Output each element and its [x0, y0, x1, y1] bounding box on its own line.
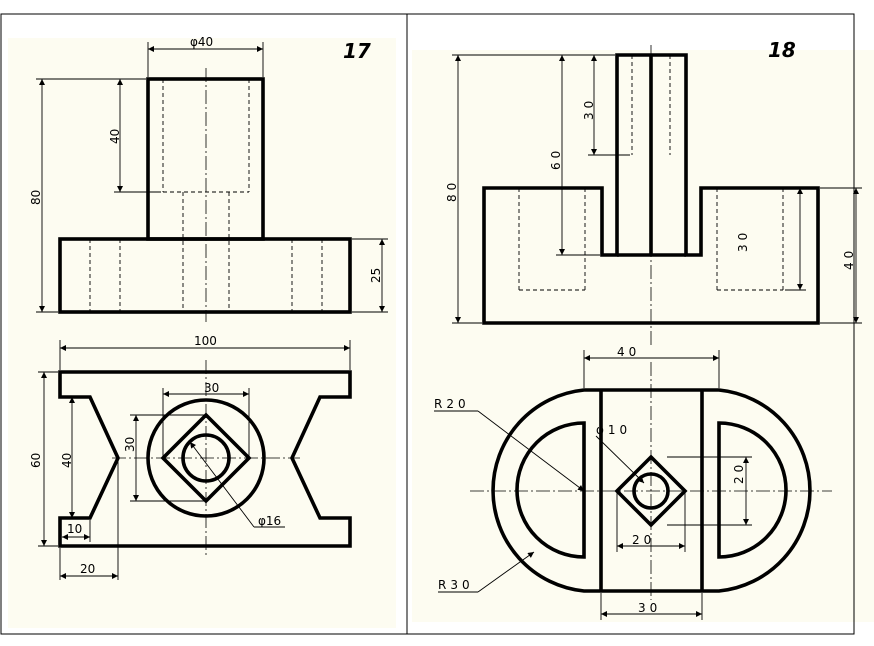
dim-h60: 60 — [549, 147, 563, 170]
dim-w30: 30 — [638, 601, 661, 615]
slot-outline — [491, 388, 812, 593]
dim-w40: 40 — [617, 345, 640, 359]
dim-h20: 20 — [732, 461, 746, 484]
dim-h30: 30 — [123, 437, 137, 452]
plate-outline — [58, 370, 352, 548]
dim-w30: 30 — [204, 381, 219, 395]
dim-w20: 20 — [80, 562, 95, 576]
dim-h60: 60 — [29, 453, 43, 468]
drawing-17-front-view: φ40 40 80 25 — [29, 35, 388, 322]
dim-h25: 25 — [369, 268, 383, 283]
panel-17-paper — [8, 38, 396, 628]
drawing-17: 17 φ40 40 — [29, 35, 388, 580]
drawing-17-top-view: 100 30 30 60 40 10 20 — [29, 334, 352, 580]
panel-18-paper — [412, 50, 874, 622]
dim-h30right: 30 — [736, 229, 750, 252]
dim-r30: R30 — [438, 578, 474, 592]
right-half-disc — [717, 421, 788, 559]
drawing-18: 18 80 60 30 — [434, 38, 862, 620]
dim-dia16: φ16 — [258, 514, 281, 528]
drawing-number-17: 17 — [343, 39, 371, 63]
dim-dia10: φ10 — [596, 423, 631, 437]
dim-h30top: 30 — [582, 97, 596, 120]
base-outline — [58, 237, 352, 314]
dim-h40: 40 — [842, 247, 856, 270]
dim-dia40: φ40 — [190, 35, 213, 49]
dim-w20: 20 — [632, 533, 655, 547]
dim-h40: 40 — [108, 129, 122, 144]
dim-h80: 80 — [445, 179, 459, 202]
drawing-18-top-view: 40 R20 φ10 20 20 R30 30 — [434, 345, 832, 620]
dim-h80: 80 — [29, 190, 43, 205]
left-half-disc — [515, 421, 586, 559]
dim-w10: 10 — [67, 522, 82, 536]
sheet-border — [0, 13, 855, 635]
dim-r20: R20 — [434, 397, 470, 411]
drawing-18-front-view: 80 60 30 30 40 — [445, 45, 862, 345]
drawing-number-18: 18 — [768, 38, 796, 62]
dim-w100: 100 — [194, 334, 217, 348]
dim-h40b: 40 — [60, 453, 74, 468]
